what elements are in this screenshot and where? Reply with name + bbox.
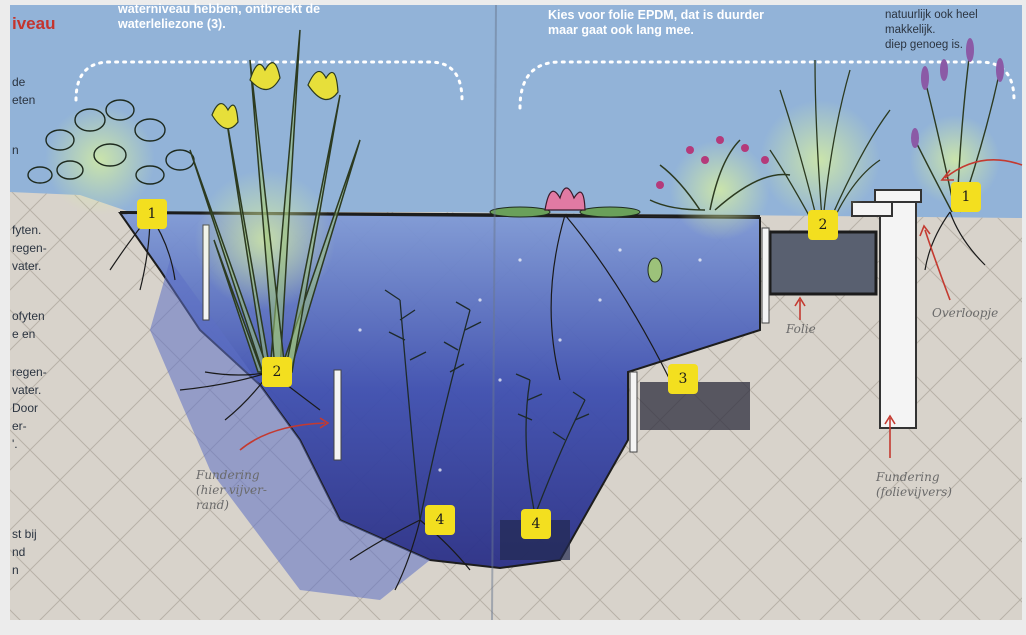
label-overloopje: Overloopje	[932, 306, 998, 321]
margin-line: Door	[12, 400, 38, 416]
zone-badge-2-right: 2	[808, 210, 838, 240]
margin-line: n	[12, 142, 19, 158]
margin-line: er-	[12, 418, 27, 434]
zone-badge-4-left: 4	[425, 505, 455, 535]
margin-line: e en	[12, 326, 35, 342]
margin-line: regen-	[12, 240, 47, 256]
margin-line: nd	[12, 544, 25, 560]
label-folie: Folie	[786, 322, 816, 337]
margin-line: '.	[12, 436, 18, 452]
margin-line: fyten.	[12, 222, 41, 238]
label-fundering-right: Fundering (folievijvers)	[876, 470, 952, 500]
margin-line: vater.	[12, 258, 41, 274]
zone-badge-3: 3	[668, 364, 698, 394]
zone-badge-1-right: 1	[951, 182, 981, 212]
foundation-post-2	[334, 370, 341, 460]
top-right-note: natuurlijk ook heel makkelijk. diep geno…	[885, 8, 1026, 53]
margin-line: eten	[12, 92, 35, 108]
top-left-note: waterniveau hebben, ontbreekt de waterle…	[118, 2, 320, 32]
gravel-zone-2-right	[770, 232, 876, 294]
margin-line: vater.	[12, 382, 41, 398]
foundation-post-4	[762, 228, 769, 323]
overflow-pipe	[880, 198, 916, 428]
page-heading: iveau	[12, 14, 55, 34]
margin-line: ofyten	[12, 308, 45, 324]
label-fundering-left: Fundering (hier vijver- rand)	[196, 468, 267, 513]
top-middle-note: Kies voor folie EPDM, dat is duurder maa…	[548, 8, 764, 38]
zone-badge-1-left: 1	[137, 199, 167, 229]
zone-badge-4-right: 4	[521, 509, 551, 539]
margin-line: regen-	[12, 364, 47, 380]
margin-line: n	[12, 562, 19, 578]
margin-line: st bij	[12, 526, 37, 542]
margin-line: de	[12, 74, 25, 90]
foundation-post-3	[630, 372, 637, 452]
zone-badge-2-left: 2	[262, 357, 292, 387]
